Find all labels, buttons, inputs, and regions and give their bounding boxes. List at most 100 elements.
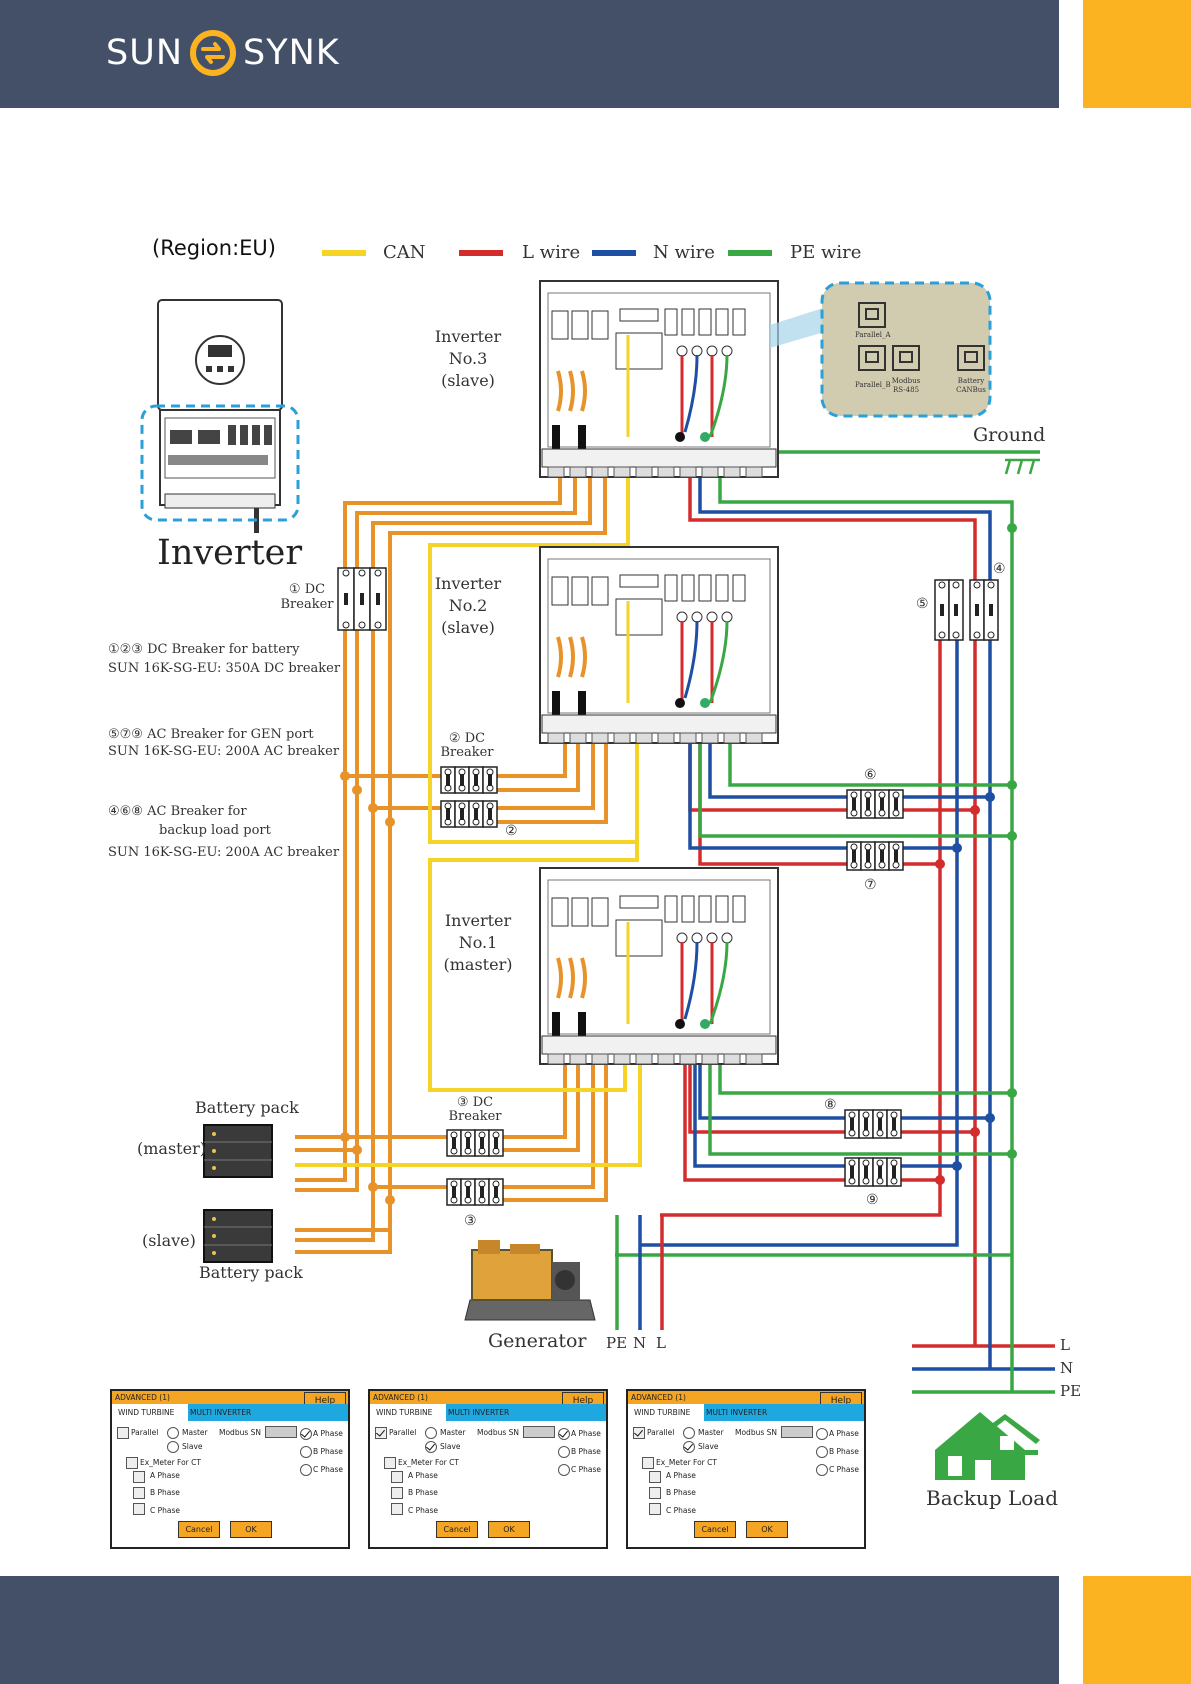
- meter-c-label: C Phase: [408, 1506, 439, 1515]
- meter-b-label: B Phase: [666, 1488, 696, 1497]
- ex-meter-checkbox[interactable]: [642, 1457, 654, 1469]
- inverter-title: Inverter: [157, 533, 303, 573]
- legend-pe-label: PE wire: [790, 242, 862, 263]
- inverter-unit-2: [539, 546, 779, 744]
- meter-b-label: B Phase: [150, 1488, 180, 1497]
- c-phase-label: C Phase: [829, 1465, 860, 1474]
- tab-multi-inverter[interactable]: MULTI INVERTER: [446, 1404, 606, 1421]
- generator-wires: [615, 1215, 664, 1330]
- ac-junction-dots: [935, 523, 1017, 1185]
- note-load-title2: backup load port: [159, 823, 271, 838]
- meter-a-checkbox[interactable]: [391, 1471, 403, 1483]
- dc-breaker-3-num: ③ DC: [456, 1095, 494, 1110]
- settings-panel-1: ADVANCED (1) Help WIND TURBINE MULTI INV…: [110, 1389, 350, 1549]
- b-phase-radio[interactable]: [816, 1446, 828, 1458]
- dc-breaker-3-mark: ③: [464, 1213, 477, 1229]
- generator-label: Generator: [488, 1330, 587, 1352]
- tab-multi-inverter[interactable]: MULTI INVERTER: [704, 1404, 864, 1421]
- dc-breaker-3-label: ③ DC Breaker: [448, 1096, 502, 1124]
- grid-n-label: N: [1060, 1359, 1074, 1377]
- ac-breakers-6-9: [844, 789, 904, 1187]
- breaker-6-mark: ⑥: [864, 767, 877, 783]
- cancel-button[interactable]: Cancel: [436, 1521, 478, 1538]
- slave-radio[interactable]: [683, 1441, 695, 1453]
- b-phase-label: B Phase: [829, 1447, 859, 1456]
- settings-panel-3: ADVANCED (1) Help WIND TURBINE MULTI INV…: [626, 1389, 866, 1549]
- parallel-label: Parallel: [389, 1428, 417, 1437]
- note-dc-spec: SUN 16K-SG-EU: 350A DC breaker: [108, 661, 341, 676]
- c-phase-radio[interactable]: [558, 1464, 570, 1476]
- header-band: [0, 0, 1059, 108]
- panel-title-bar: [370, 1391, 606, 1404]
- modbus-sn-field[interactable]: [781, 1426, 813, 1438]
- inverter-1-no: No.1: [458, 933, 498, 952]
- grid-pe-label: PE: [1060, 1382, 1082, 1400]
- c-phase-radio[interactable]: [816, 1464, 828, 1476]
- battery-pack-master: [203, 1124, 273, 1178]
- inverter-unit-3: [539, 280, 779, 478]
- a-phase-radio[interactable]: [816, 1428, 828, 1440]
- master-radio[interactable]: [167, 1427, 179, 1439]
- battery-pack-slave: [203, 1209, 273, 1263]
- header-accent: [1083, 0, 1191, 108]
- ok-button[interactable]: OK: [746, 1521, 788, 1538]
- parallel-checkbox[interactable]: [633, 1427, 645, 1439]
- slave-radio[interactable]: [425, 1441, 437, 1453]
- ok-button[interactable]: OK: [230, 1521, 272, 1538]
- grid-l-label: L: [1060, 1336, 1070, 1354]
- a-phase-radio[interactable]: [300, 1428, 312, 1440]
- tab-wind-turbine[interactable]: WIND TURBINE: [628, 1404, 704, 1421]
- note-gen-title: ⑤⑦⑨ AC Breaker for GEN port: [108, 727, 314, 742]
- cancel-button[interactable]: Cancel: [178, 1521, 220, 1538]
- b-phase-radio[interactable]: [558, 1446, 570, 1458]
- panel-title-bar: [112, 1391, 348, 1404]
- modbus-sn-field[interactable]: [523, 1426, 555, 1438]
- c-phase-radio[interactable]: [300, 1464, 312, 1476]
- parallel-checkbox[interactable]: [117, 1427, 129, 1439]
- generator-n-label: N: [633, 1334, 647, 1352]
- meter-c-checkbox[interactable]: [391, 1503, 403, 1515]
- panel-title: ADVANCED (1): [631, 1393, 686, 1402]
- tab-wind-turbine[interactable]: WIND TURBINE: [370, 1404, 446, 1421]
- meter-a-checkbox[interactable]: [649, 1471, 661, 1483]
- a-phase-label: A Phase: [313, 1429, 343, 1438]
- tab-wind-turbine[interactable]: WIND TURBINE: [112, 1404, 188, 1421]
- inverter-2-role: (slave): [441, 618, 495, 637]
- ground-symbol-icon: [1004, 458, 1040, 475]
- modbus-sn-field[interactable]: [265, 1426, 297, 1438]
- inverter-3-label: Inverter No.3 (slave): [432, 326, 504, 392]
- a-phase-label: A Phase: [571, 1429, 601, 1438]
- port-rs485: RS-485: [892, 386, 920, 394]
- breaker-5-mark: ⑤: [916, 596, 929, 612]
- master-radio[interactable]: [683, 1427, 695, 1439]
- b-phase-radio[interactable]: [300, 1446, 312, 1458]
- generator-pe-label: PE: [606, 1334, 628, 1352]
- inverter-1-role: (master): [443, 955, 513, 974]
- ex-meter-checkbox[interactable]: [384, 1457, 396, 1469]
- footer-band: [0, 1576, 1059, 1684]
- meter-b-checkbox[interactable]: [133, 1487, 145, 1499]
- meter-c-label: C Phase: [666, 1506, 697, 1515]
- slave-radio[interactable]: [167, 1441, 179, 1453]
- meter-b-checkbox[interactable]: [649, 1487, 661, 1499]
- battery-master-label: (master): [137, 1139, 206, 1158]
- inverter-1-name: Inverter: [444, 911, 512, 930]
- a-phase-radio[interactable]: [558, 1428, 570, 1440]
- battery-junction-dots: [340, 771, 395, 1205]
- meter-c-checkbox[interactable]: [649, 1503, 661, 1515]
- ex-meter-checkbox[interactable]: [126, 1457, 138, 1469]
- slave-label: Slave: [440, 1442, 461, 1451]
- parallel-checkbox[interactable]: [375, 1427, 387, 1439]
- meter-b-checkbox[interactable]: [391, 1487, 403, 1499]
- cancel-button[interactable]: Cancel: [694, 1521, 736, 1538]
- slave-label: Slave: [182, 1442, 203, 1451]
- b-phase-label: B Phase: [313, 1447, 343, 1456]
- inverter-illustration: [140, 299, 300, 533]
- master-label: Master: [182, 1428, 208, 1437]
- settings-panel-2: ADVANCED (1) Help WIND TURBINE MULTI INV…: [368, 1389, 608, 1549]
- ok-button[interactable]: OK: [488, 1521, 530, 1538]
- meter-a-checkbox[interactable]: [133, 1471, 145, 1483]
- tab-multi-inverter[interactable]: MULTI INVERTER: [188, 1404, 348, 1421]
- master-radio[interactable]: [425, 1427, 437, 1439]
- meter-c-checkbox[interactable]: [133, 1503, 145, 1515]
